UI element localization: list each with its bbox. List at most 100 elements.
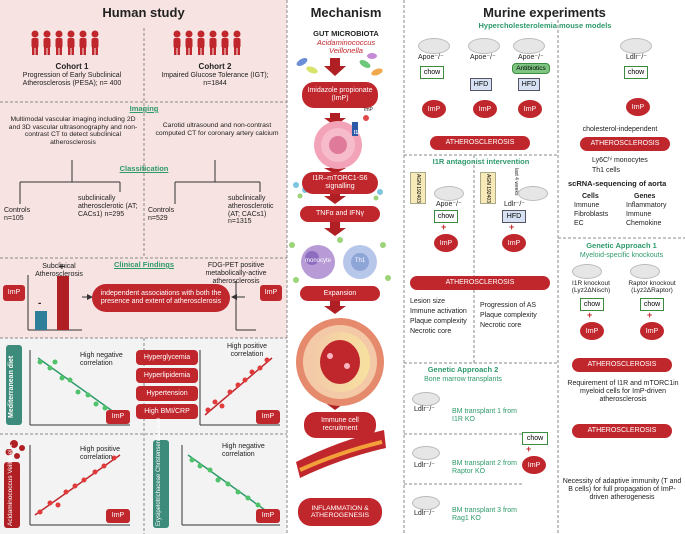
- chol-indep-label: cholesterol-independent: [582, 126, 658, 133]
- chow-box-2: chow: [624, 66, 648, 79]
- human-title: Human study: [102, 5, 185, 20]
- hyper-header: Hypercholesterolemia mouse models: [478, 21, 612, 30]
- ga2-sub: Bone marrow transplants: [424, 376, 502, 383]
- ldlr-label-2: Ldlr⁻/⁻: [504, 201, 526, 208]
- imp-molecule-pill: Imidazole propionate (ImP): [302, 82, 378, 108]
- condition-2: Hypertension: [136, 386, 198, 401]
- acid-box: [4, 462, 20, 528]
- ga1-header: Genetic Approach 1: [586, 241, 657, 250]
- condition-1: Hyperlipidemia: [136, 368, 198, 383]
- chow-box-4: chow: [580, 298, 604, 311]
- monocyte-label: monocyte: [304, 258, 331, 264]
- mouse-icon-1: [418, 38, 450, 54]
- reduction-left-0: Lesion size: [410, 298, 446, 305]
- imaging-header: Imaging: [129, 104, 159, 113]
- signalling-pill: I1R–mTORC1-S6 signalling: [302, 172, 378, 194]
- reduction-right-2: Necrotic core: [480, 322, 522, 329]
- gene-0: Inflammatory: [626, 202, 667, 209]
- ldlr-label-1: Ldlr⁻/⁻: [626, 54, 648, 61]
- hfd-box-2: HFD: [518, 78, 540, 91]
- mouse-icon-9: [412, 392, 440, 406]
- cell-icon: [314, 115, 369, 169]
- plus-ga1-2: +: [647, 310, 653, 320]
- requirement-text: Requirement of I1R and mTORC1in myeloid …: [567, 380, 679, 403]
- classification-header: Classification: [119, 164, 169, 173]
- chow-box-5: chow: [640, 298, 664, 311]
- cohort2-people-icon: [173, 30, 241, 55]
- th1-label: Th1: [354, 258, 366, 264]
- immune-cells-icon: [289, 237, 391, 283]
- athero-box-3: ATHEROSCLEROSIS: [410, 276, 550, 290]
- athero-box-1: ATHEROSCLEROSIS: [430, 136, 530, 150]
- plot-neg-2: [181, 445, 280, 526]
- necessity-text: Necessity of adaptive immunity (T and B …: [562, 478, 682, 501]
- med-diet-label: Mediterranean diet: [8, 355, 15, 418]
- cohort1-desc: Progression of Early Subclinical Atheros…: [22, 72, 122, 87]
- fdg-label: FDG-PET positive metabolically-active at…: [205, 262, 267, 285]
- cohort2-title: Cohort 2: [198, 62, 232, 71]
- th1-cells-label: Th1 cells: [592, 167, 621, 174]
- reduction-left-1: Immune activation: [410, 308, 467, 315]
- imaging-text-1: Multimodal vascular imaging including 2D…: [8, 116, 138, 146]
- tnf-pill: TNFα and IFNγ: [300, 206, 380, 222]
- last4-label: last 4 weeks: [513, 168, 519, 196]
- gene-2: Chemokine: [626, 220, 662, 227]
- imp-box-left: ImP: [3, 285, 25, 301]
- i1r-header: I1R antagonist intervention: [432, 157, 530, 166]
- subclinical-label: Subclinical Atherosclerosis: [35, 263, 83, 278]
- mouse-icon-10: [412, 446, 440, 460]
- high-neg-label-2: High negative correlation: [222, 443, 265, 458]
- imp-node-6: ImP: [502, 234, 526, 252]
- imp-plot-2: ImP: [256, 410, 280, 424]
- clinical-header: Clinical Findings: [113, 260, 174, 269]
- mouse-icon-8: [630, 264, 660, 279]
- reduction-right-0: Progression of AS: [480, 302, 537, 309]
- cohort1-people-icon: [31, 30, 99, 55]
- plus-i1r-1: +: [441, 222, 447, 232]
- mouse-icon-3: [513, 38, 545, 54]
- athero-box-4: ATHEROSCLEROSIS: [572, 358, 672, 372]
- plus-ga1-1: +: [587, 310, 593, 320]
- murine-title: Murine experiments: [483, 5, 606, 20]
- imp-plot-3: ImP: [106, 509, 130, 523]
- chow-box-3: chow: [434, 210, 458, 223]
- gut-microbiota-label: GUT MICROBIOTA: [313, 29, 379, 38]
- expansion-pill: Expansion: [300, 286, 380, 301]
- imp-box-right: ImP: [260, 285, 282, 301]
- gene-1: Immune: [626, 211, 652, 218]
- imp-node-3: ImP: [518, 100, 542, 118]
- bm2-label: BM transplant 2 from Raptor KO: [452, 460, 517, 475]
- mouse-icon-5: [434, 186, 464, 201]
- apoe-label-3: Apoe⁻/⁻: [518, 54, 544, 61]
- ldlr-label-5: Ldlr⁻/⁻: [414, 510, 436, 517]
- imp-node-5: ImP: [434, 234, 458, 252]
- imp-node-1: ImP: [422, 100, 446, 118]
- controls-1: Controls n=105: [4, 207, 31, 222]
- bm3-label: BM transplant 3 from Rag1 KO: [452, 507, 517, 522]
- artery-icon: [296, 318, 384, 406]
- plot-neg-1: [29, 350, 130, 426]
- gut-species: Acidaminococcus Veillonella: [316, 38, 376, 56]
- imp-plot-1: ImP: [106, 410, 130, 424]
- clinical-bars-left: [27, 275, 82, 331]
- cell-0: Immune: [574, 202, 600, 209]
- ga1-sub: Myeloid-specific knockouts: [579, 252, 664, 259]
- athero-box-2: ATHEROSCLEROSIS: [580, 137, 670, 151]
- imp-node-9: ImP: [522, 456, 546, 474]
- mouse-icon-7: [572, 264, 602, 279]
- reduction-left-3: Necrotic core: [410, 328, 452, 335]
- chow-box-1: chow: [420, 66, 444, 79]
- ldlr-label-3: Ldlr⁻/⁻: [414, 406, 436, 413]
- subclinical-1: subclinically atherosclerotic (AT; CACs1…: [78, 195, 138, 218]
- raptor-ko-label: Raptor knockout (Lyz2ΔRaptor): [628, 280, 676, 295]
- reduction-right-1: Plaque complexity: [480, 312, 537, 319]
- athero-box-5: ATHEROSCLEROSIS: [572, 424, 672, 438]
- apoe-label-1: Apoe⁻/⁻: [418, 54, 444, 61]
- cohort1-title: Cohort 1: [55, 62, 89, 71]
- imp-node-4: ImP: [626, 98, 650, 116]
- med-diet-box: [6, 345, 22, 425]
- agn-vial-1: AGN 192403: [410, 172, 426, 204]
- plus-sign: +: [59, 262, 65, 273]
- condition-3: High BMI/CRP: [136, 404, 198, 419]
